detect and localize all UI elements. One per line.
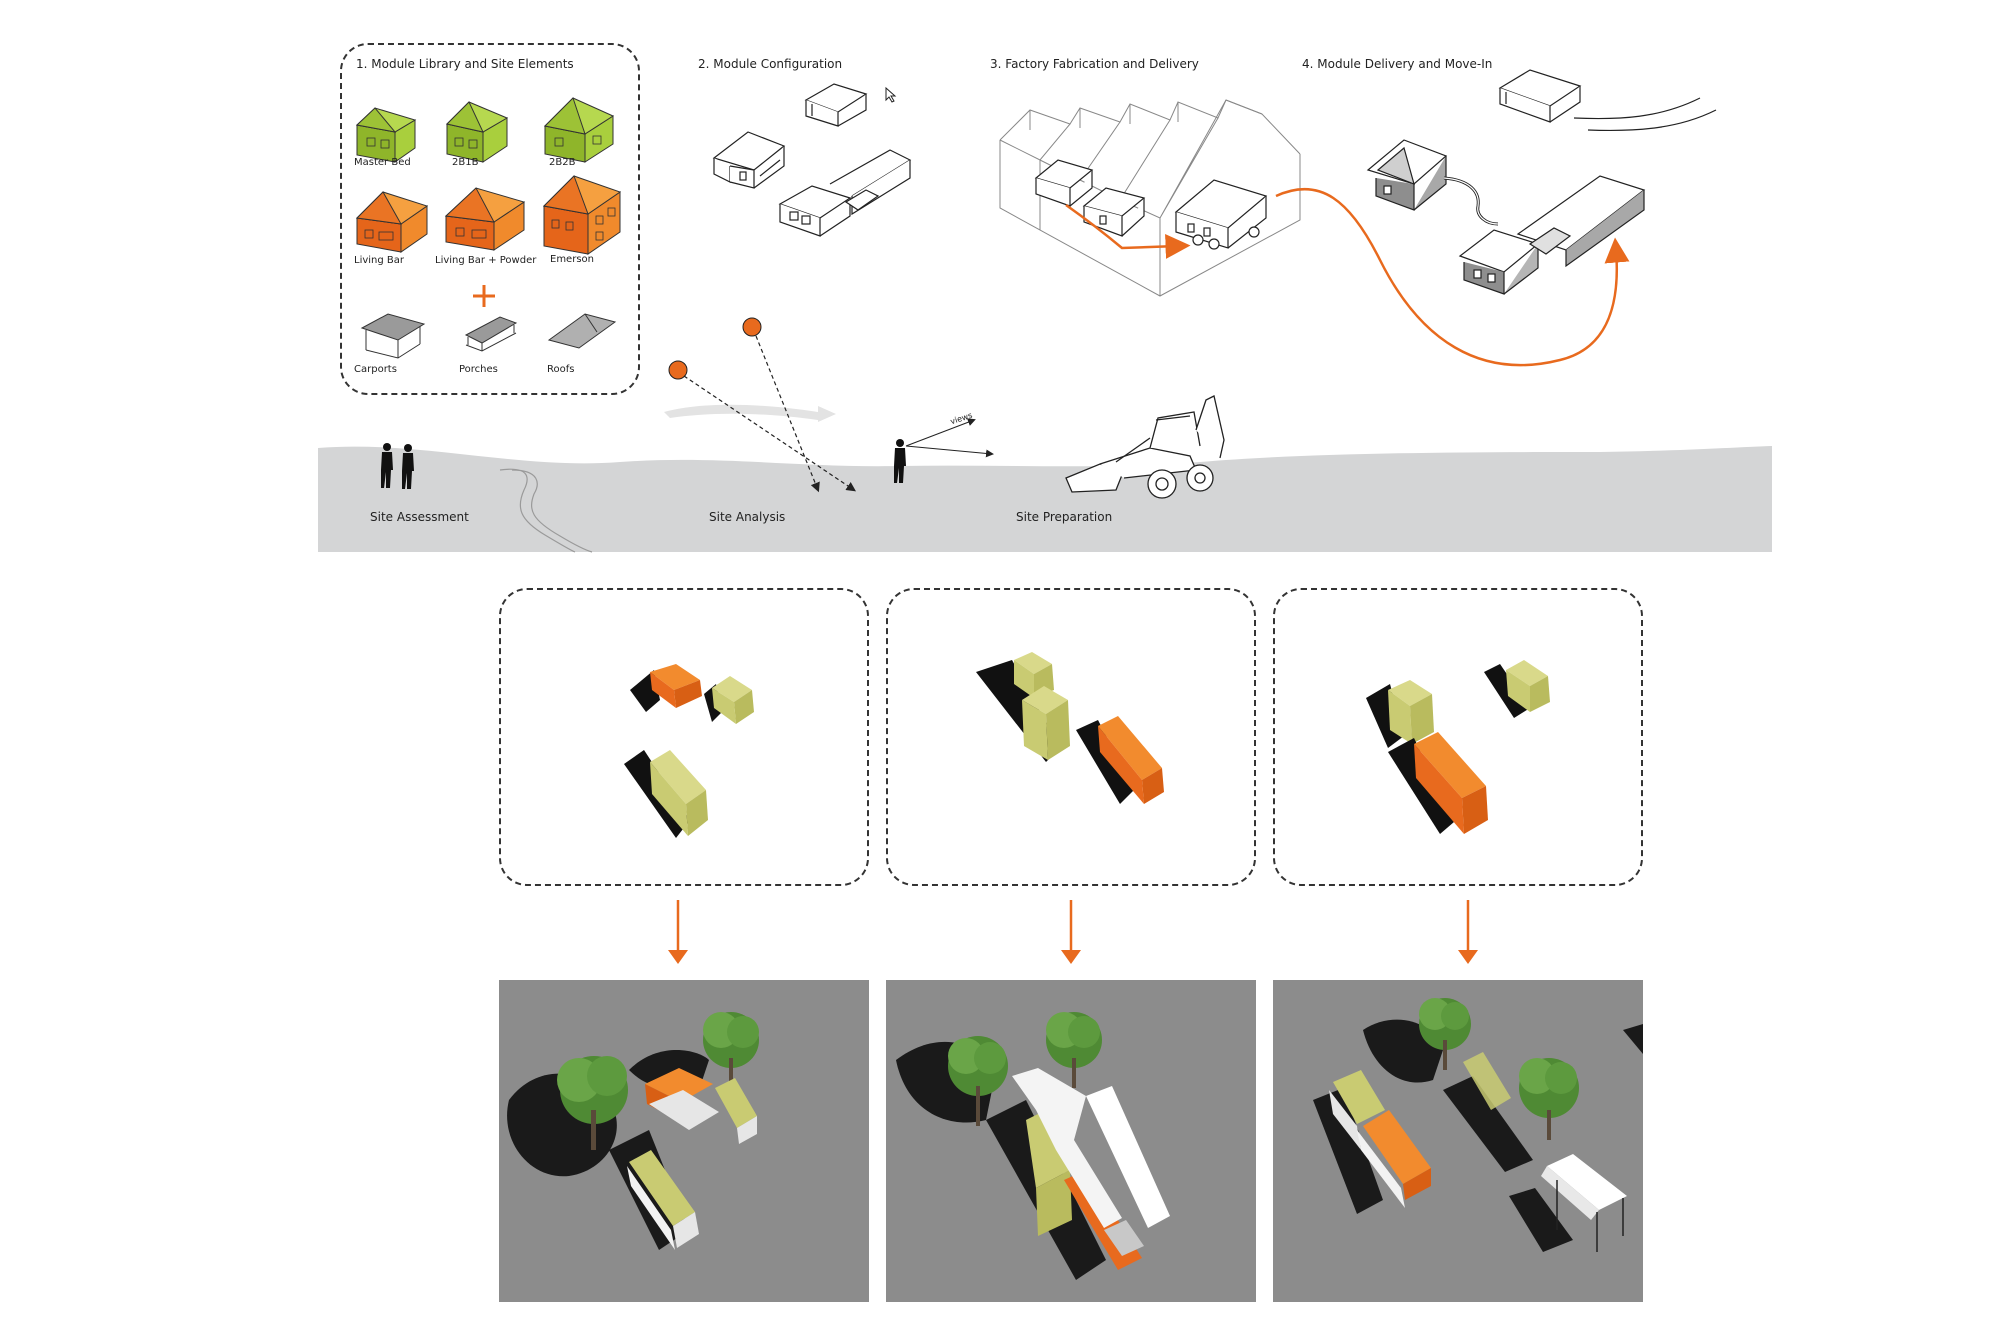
label-2b2b: 2B2B — [549, 157, 576, 168]
factory-module-3-icon — [1174, 179, 1268, 250]
tree-1-icon — [557, 1056, 628, 1150]
render-3-white-carport — [1541, 1154, 1627, 1252]
step-2-title: 2. Module Configuration — [698, 57, 843, 71]
sun-ray-1 — [683, 375, 856, 492]
render-3-orange-house — [1357, 1110, 1431, 1208]
massing-1-green-block-b — [624, 750, 708, 838]
aerial-render-2 — [886, 980, 1256, 1302]
step-1-title: 1. Module Library and Site Elements — [356, 57, 574, 71]
tree-6-icon — [1519, 1058, 1579, 1140]
module-living-bar-powder-icon — [444, 187, 526, 251]
massing-1-orange-block — [630, 664, 702, 712]
label-site-analysis: Site Analysis — [709, 510, 786, 524]
view-line-2 — [905, 445, 994, 458]
down-arrow-3-icon — [1458, 900, 1478, 964]
massing-3-green-block-a — [1366, 680, 1434, 748]
label-porches: Porches — [459, 364, 498, 375]
render-2-white-roof — [1012, 1068, 1170, 1256]
tree-4-icon — [1046, 1012, 1102, 1088]
delivery-large-house-icon — [1458, 175, 1646, 295]
module-2b1b-icon — [446, 101, 509, 163]
module-emerson-icon — [542, 175, 622, 255]
config-small-house-icon — [712, 131, 786, 189]
carport-icon — [360, 313, 426, 359]
render-1-green-house-b — [627, 1150, 699, 1250]
label-emerson: Emerson — [550, 254, 594, 265]
backhoe-icon — [1065, 395, 1225, 499]
delivery-route-line — [1275, 187, 1630, 367]
factory-module-2-icon — [1082, 187, 1146, 237]
down-arrow-2-icon — [1061, 900, 1081, 964]
factory-module-1-icon — [1034, 159, 1094, 207]
step-4-title: 4. Module Delivery and Move-In — [1302, 57, 1493, 71]
plus-icon — [473, 285, 495, 307]
view-line-1 — [905, 418, 976, 447]
massing-1-green-block-a — [704, 676, 754, 724]
module-master-bed-icon — [355, 107, 417, 163]
label-master-bed: Master Bed — [354, 157, 411, 168]
label-carports: Carports — [354, 364, 397, 375]
label-living-bar-powder: Living Bar + Powder — [435, 255, 537, 266]
module-2b2b-icon — [543, 97, 615, 163]
porch-icon — [464, 316, 518, 352]
aerial-render-1 — [499, 980, 869, 1302]
render-1-green-house-a — [715, 1078, 757, 1144]
tree-5-icon — [1419, 998, 1471, 1070]
massing-option-1-panel — [499, 588, 869, 886]
massing-2-orange-block — [1076, 716, 1164, 804]
render-3-green-house-a — [1329, 1070, 1385, 1150]
factory-flow-arrow — [1065, 203, 1191, 259]
massing-3-orange-block — [1388, 732, 1488, 834]
person-silhouette-2-icon — [402, 444, 414, 489]
roof-icon — [547, 313, 617, 349]
label-living-bar: Living Bar — [354, 255, 405, 266]
sun-position-2-icon — [742, 317, 762, 337]
ground-terrain — [318, 446, 1772, 552]
person-silhouette-1-icon — [381, 443, 393, 488]
label-site-preparation: Site Preparation — [1016, 510, 1113, 524]
down-arrow-1-icon — [668, 900, 688, 964]
tree-3-icon — [948, 1036, 1008, 1126]
delivery-small-house-icon — [1366, 139, 1448, 211]
label-roofs: Roofs — [547, 364, 575, 375]
massing-option-2-panel — [886, 588, 1256, 886]
render-3-green-house-b — [1463, 1052, 1511, 1110]
massing-3-green-block-b — [1484, 660, 1550, 718]
delivery-road-lines — [1573, 97, 1717, 132]
aerial-render-3 — [1273, 980, 1643, 1302]
massing-option-3-panel — [1273, 588, 1643, 886]
person-silhouette-3-icon — [894, 439, 906, 483]
module-living-bar-icon — [355, 191, 429, 253]
label-site-assessment: Site Assessment — [370, 510, 469, 524]
sun-position-1-icon — [668, 360, 688, 380]
cursor-icon — [885, 86, 897, 103]
massing-2-green-stack — [976, 652, 1070, 762]
config-floating-module-icon — [804, 83, 868, 127]
step-3-title: 3. Factory Fabrication and Delivery — [990, 57, 1199, 71]
module-library-panel — [340, 43, 640, 395]
render-1-orange-house — [645, 1068, 719, 1130]
delivery-floating-module-icon — [1498, 69, 1582, 123]
tree-2-icon — [703, 1012, 759, 1088]
label-2b1b: 2B1B — [452, 157, 479, 168]
site-road — [499, 468, 593, 553]
config-large-house-icon — [778, 149, 912, 237]
